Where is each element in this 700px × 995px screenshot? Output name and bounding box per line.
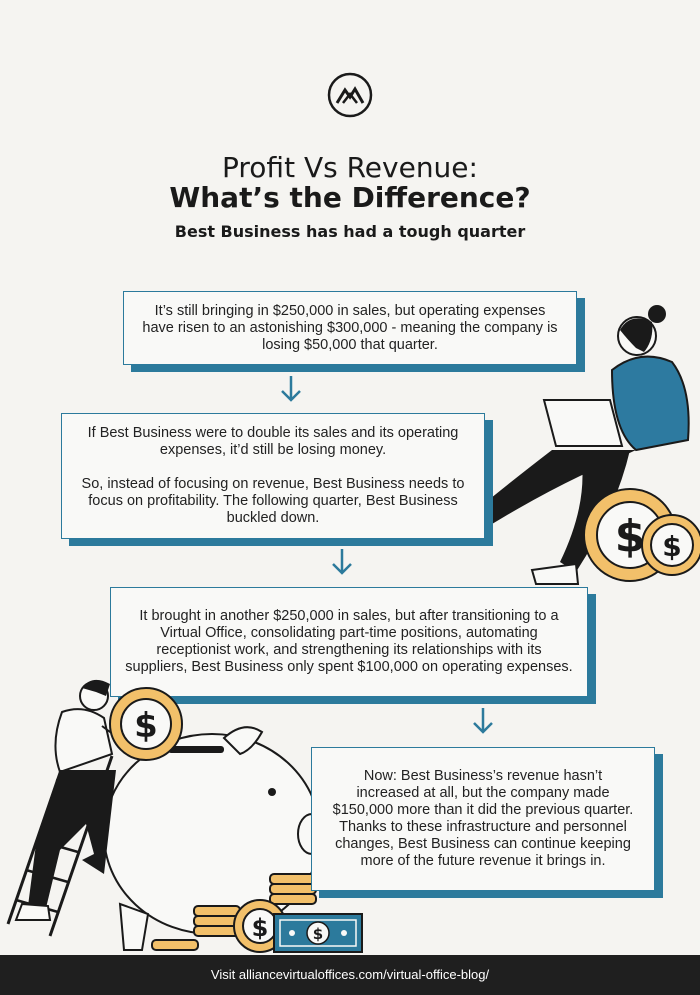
info-card-1: It’s still bringing in $250,000 in sales… [123,291,577,365]
card-3-text: It brought in another $250,000 in sales,… [125,608,573,675]
info-card-4: Now: Best Business’s revenue hasn’t incr… [311,747,655,891]
card-4-text: Now: Best Business’s revenue hasn’t incr… [332,768,634,869]
card-2-paragraph-1: If Best Business were to double its sale… [87,425,459,458]
title-line-2: What’s the Difference? [169,180,531,214]
info-card-3: It brought in another $250,000 in sales,… [110,587,588,697]
footer-link[interactable]: Visit alliancevirtualoffices.com/virtual… [210,967,490,982]
page-title: Profit Vs Revenue: What’s the Difference… [0,153,700,212]
page-subtitle: Best Business has had a tough quarter [174,222,526,241]
piggy-bank-icon: $ $ [6,679,327,953]
svg-text:$: $ [134,706,158,746]
svg-text:$: $ [313,925,323,943]
svg-text:$: $ [615,511,646,562]
down-arrow-icon [473,708,493,734]
title-line-1: Profit Vs Revenue: [222,151,478,184]
banknote-icon: $ [273,913,363,953]
info-card-2: If Best Business were to double its sale… [61,413,485,539]
card-2-paragraph-2: So, instead of focusing on revenue, Best… [81,476,465,526]
footer-bar: Visit alliancevirtualoffices.com/virtual… [0,955,700,995]
down-arrow-icon [332,549,352,575]
svg-text:$: $ [252,914,269,942]
down-arrow-icon [281,376,301,402]
card-1-text: It’s still bringing in $250,000 in sales… [142,302,558,353]
alliance-logo-icon [327,72,373,118]
svg-text:$: $ [662,530,681,563]
dollar-coin-icon: $ $ [583,488,700,582]
